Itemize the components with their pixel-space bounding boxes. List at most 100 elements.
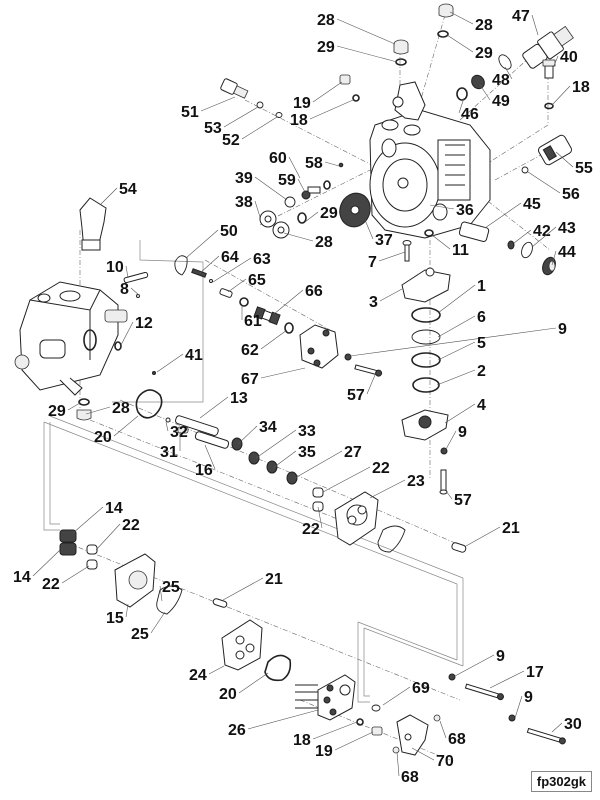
callout-label: 14 xyxy=(13,569,31,586)
elbow-fitting-70 xyxy=(396,714,429,756)
callout-leader-line xyxy=(150,611,166,634)
spring-64 xyxy=(191,268,207,278)
o-ring-69 xyxy=(371,704,381,712)
callout-leader-line xyxy=(551,250,557,266)
valve-59 xyxy=(301,186,321,200)
callout-label: 9 xyxy=(558,321,567,338)
plug-68a xyxy=(433,714,441,722)
callout-label: 50 xyxy=(220,223,238,240)
callout-label: 58 xyxy=(305,155,323,172)
ball-41 xyxy=(152,371,156,375)
o-ring-29c xyxy=(297,212,307,224)
callout-leader-line xyxy=(336,18,396,45)
callout-leader-line xyxy=(437,315,476,338)
callout-label: 5 xyxy=(477,335,486,352)
valve-spool-66 xyxy=(253,306,281,326)
dowel-22c xyxy=(86,544,98,555)
plug-38 xyxy=(259,210,277,228)
callout-label: 11 xyxy=(452,242,469,259)
callout-leader-line xyxy=(312,81,343,103)
callout-leader-line xyxy=(247,709,319,730)
callout-label: 40 xyxy=(560,49,578,66)
callout-label: 28 xyxy=(475,17,493,34)
callout-leader-line xyxy=(156,353,184,373)
callout-label: 29 xyxy=(320,205,338,222)
callout-label: 9 xyxy=(524,689,533,706)
callout-leader-line xyxy=(32,549,61,577)
dowel-22b xyxy=(312,501,324,512)
callout-leader-line xyxy=(431,234,451,250)
callout-label: 28 xyxy=(317,12,335,29)
callout-leader-line xyxy=(297,178,306,193)
washer-60 xyxy=(323,180,331,190)
o-ring-18b xyxy=(352,94,360,102)
callout-leader-line xyxy=(322,466,371,493)
guide-line xyxy=(49,422,60,525)
callout-leader-line xyxy=(446,34,474,53)
callout-label: 29 xyxy=(475,45,493,62)
callout-leader-line xyxy=(382,686,411,706)
callout-label: 53 xyxy=(204,120,222,137)
valve-cartridge-47 xyxy=(522,25,574,69)
seal-27 xyxy=(286,471,298,485)
callout-leader-line xyxy=(552,55,559,69)
callout-label: 1 xyxy=(477,278,486,295)
guide-line xyxy=(363,627,464,667)
callout-label: 25 xyxy=(131,626,149,643)
callout-leader-line xyxy=(551,722,563,733)
bolt-17 xyxy=(464,683,504,701)
callout-label: 38 xyxy=(235,194,253,211)
callout-leader-line xyxy=(99,187,118,206)
callout-leader-line xyxy=(484,202,522,229)
callout-label: 60 xyxy=(269,150,287,167)
callout-label: 18 xyxy=(290,112,308,129)
guide-line xyxy=(363,628,370,697)
callout-label: 34 xyxy=(259,419,277,436)
callout-label: 23 xyxy=(407,473,425,490)
guide-line xyxy=(112,240,204,403)
callout-label: 12 xyxy=(135,315,153,332)
callout-label: 22 xyxy=(372,460,390,477)
callout-leader-line xyxy=(458,97,465,114)
callout-leader-line xyxy=(439,720,447,739)
callout-label: 25 xyxy=(162,579,180,596)
plate-23 xyxy=(334,491,379,546)
fitting-51 xyxy=(220,78,249,99)
callout-label: 46 xyxy=(461,106,479,123)
o-ring-11 xyxy=(424,229,434,237)
dowel-22d xyxy=(86,559,98,570)
end-cover-26 xyxy=(295,674,356,721)
pin-63 xyxy=(209,279,213,283)
callout-leader-line xyxy=(411,747,435,761)
callout-label: 18 xyxy=(293,732,311,749)
callout-leader-line xyxy=(113,415,139,437)
callout-leader-line xyxy=(130,287,141,297)
dowel-22a xyxy=(312,487,324,498)
callout-leader-line xyxy=(437,284,476,314)
callout-label: 30 xyxy=(564,716,582,733)
callout-leader-line xyxy=(378,251,406,262)
callout-leader-line xyxy=(449,11,474,25)
top-left-parts xyxy=(220,74,360,118)
callout-leader-line xyxy=(125,265,129,279)
gasket-25a xyxy=(377,525,406,553)
gasket-20a xyxy=(135,389,163,419)
callout-label: 9 xyxy=(458,424,467,441)
seal-34 xyxy=(231,437,243,451)
seal-35 xyxy=(266,460,278,474)
callout-label: 22 xyxy=(42,576,60,593)
callout-label: 16 xyxy=(195,462,213,479)
seal-5 xyxy=(411,352,441,368)
callout-label: 57 xyxy=(454,492,472,509)
gear-14b xyxy=(59,542,77,556)
cover-4 xyxy=(401,409,449,441)
callout-leader-line xyxy=(436,369,476,386)
fitting-40 xyxy=(542,59,556,79)
callout-leader-line xyxy=(479,84,491,101)
plug-28c xyxy=(272,221,290,239)
o-ring-48 xyxy=(498,54,512,70)
callout-label: 19 xyxy=(315,743,333,760)
center-small-parts xyxy=(259,162,434,262)
callout-label: 57 xyxy=(347,387,365,404)
callout-leader-line xyxy=(349,327,557,357)
